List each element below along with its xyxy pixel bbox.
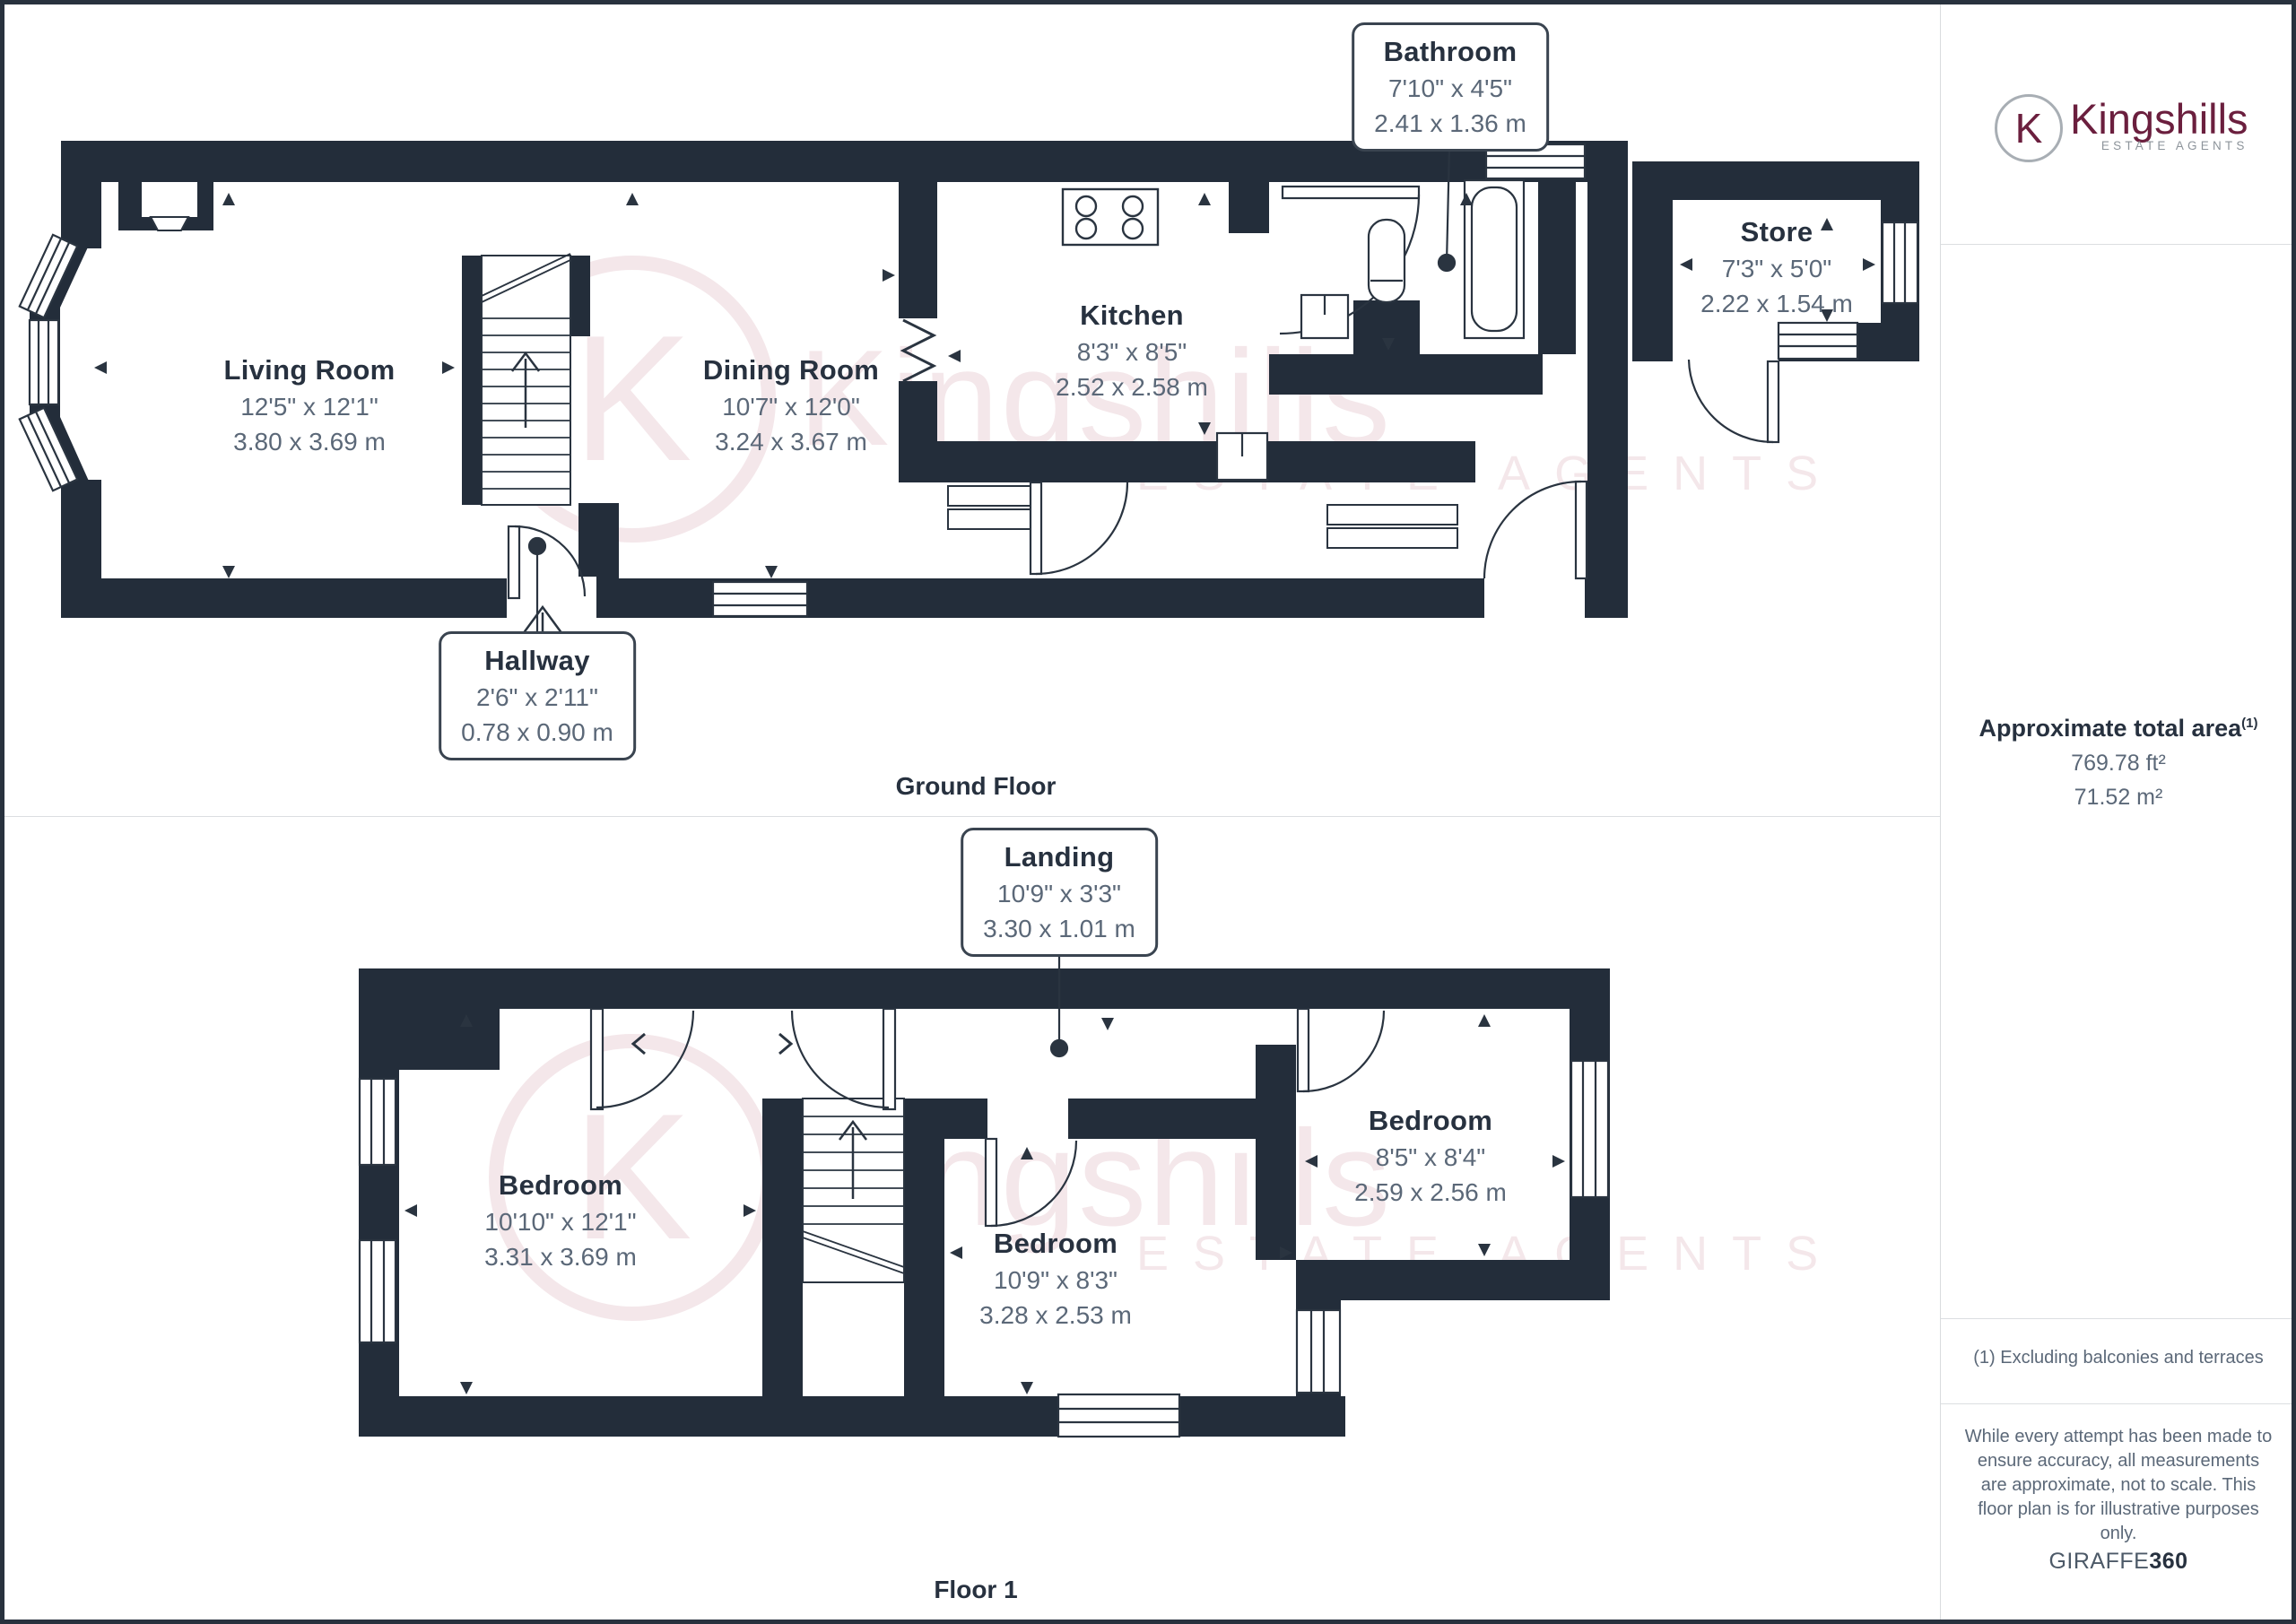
excluding-footnote: (1) Excluding balconies and terraces [1973,1348,2264,1368]
room-label-kitchen: Kitchen 8'3" x 8'5" 2.52 x 2.58 m [1056,300,1208,402]
total-area-superscript: (1) [2241,716,2258,731]
room-dim-metric: 2.52 x 2.58 m [1056,373,1208,401]
giraffe360-logo: GIRAFFE360 [1949,1549,2288,1575]
bathroom-sink-icon [1300,293,1350,340]
kitchen-sink-icon [1215,431,1269,482]
fireplace-icon [142,182,197,231]
steps-icons [947,485,1458,549]
room-dim-imperial: 8'5" x 8'4" [1375,1143,1486,1171]
room-dim-imperial: 10'10" x 12'1" [484,1208,637,1236]
room-dim-metric: 2.41 x 1.36 m [1374,109,1526,137]
room-dim-metric: 3.30 x 1.01 m [983,915,1135,942]
room-label-bedroom2: Bedroom 10'9" x 8'3" 3.28 x 2.53 m [979,1228,1132,1330]
kingshills-logo: K Kingshills ESTATE AGENTS [1995,94,2248,162]
room-name: Bedroom [1368,1105,1493,1136]
room-dim-metric: 3.28 x 2.53 m [979,1301,1132,1329]
room-dim-metric: 3.31 x 3.69 m [484,1243,637,1271]
room-label-bedroom3: Bedroom 8'5" x 8'4" 2.59 x 2.56 m [1354,1105,1507,1207]
room-dim-imperial: 10'9" x 8'3" [994,1266,1118,1294]
room-dim-metric: 2.59 x 2.56 m [1354,1178,1507,1206]
giraffe-360: 360 [2149,1549,2188,1574]
floorplan-drawing [18,141,1919,1438]
stairs-up-arrow-icon [511,351,540,428]
first-floor-doors [589,1007,1386,1228]
room-dim-metric: 3.24 x 3.67 m [715,428,867,456]
room-label-store: Store 7'3" x 5'0" 2.22 x 1.54 m [1700,216,1853,318]
room-label-bedroom1: Bedroom 10'10" x 12'1" 3.31 x 3.69 m [484,1169,637,1272]
room-dim-metric: 0.78 x 0.90 m [461,718,613,746]
bathtub-icon [1463,178,1526,340]
entrance-arrow-icon [521,604,564,635]
giraffe-text: GIRAFFE [2048,1549,2150,1574]
room-label-bathroom: Bathroom 7'10" x 4'5" 2.41 x 1.36 m [1352,22,1549,152]
room-label-living: Living Room 12'5" x 12'1" 3.80 x 3.69 m [223,354,395,456]
toilet-icon [1367,218,1406,304]
brand-tagline: ESTATE AGENTS [2100,139,2248,152]
room-dim-metric: 3.80 x 3.69 m [233,428,386,456]
label-leader-lines [527,147,1457,1058]
brand-name: Kingshills [2070,95,2248,143]
open-plan-divider-icon [900,318,937,383]
ground-floor-openings [507,321,1779,620]
room-name: Store [1740,216,1813,248]
room-name: Dining Room [702,354,880,386]
room-dim-imperial: 10'7" x 12'0" [722,393,860,421]
room-dim-metric: 2.22 x 1.54 m [1700,290,1853,317]
ground-floor-windows [18,143,1919,618]
room-name: Bedroom [498,1169,623,1201]
sidebar-divider-2 [1941,1318,2292,1319]
staircase-ground [481,253,571,506]
stairs-up-arrow-icon [839,1119,867,1199]
sidebar-divider-3 [1941,1403,2292,1404]
room-name: Hallway [484,645,590,676]
room-dim-imperial: 10'9" x 3'3" [997,880,1121,908]
room-name: Kitchen [1080,300,1184,331]
room-label-hallway: Hallway 2'6" x 2'11" 0.78 x 0.90 m [439,631,636,760]
first-floor-plan [358,968,1610,1438]
first-floor-title: Floor 1 [934,1576,1018,1603]
sidebar-divider-1 [1941,244,2292,245]
logo-text: Kingshills ESTATE AGENTS [2070,94,2248,152]
logo-k-icon: K [1995,94,2063,162]
room-name: Landing [1004,841,1115,873]
staircase-first [802,1098,905,1283]
room-name: Living Room [223,354,396,386]
total-area-m: 71.52 m² [2074,785,2163,810]
ground-floor-doors [507,185,1780,600]
ground-floor-title: Ground Floor [895,772,1057,800]
room-name: Bathroom [1383,36,1518,67]
room-dim-imperial: 2'6" x 2'11" [476,683,598,711]
accuracy-disclaimer: While every attempt has been made to ens… [1964,1427,2273,1543]
floors-divider [4,816,1940,817]
door-swing-chevrons [631,1032,794,1055]
sidebar-border [1940,4,1941,1620]
room-dim-imperial: 12'5" x 12'1" [240,393,378,421]
watermark-letter: K [572,299,692,499]
room-name: Bedroom [993,1228,1118,1259]
watermark-letter: K [572,1077,692,1277]
room-dim-imperial: 8'3" x 8'5" [1076,338,1187,366]
logo-letter: K [2014,105,2043,152]
room-dim-imperial: 7'10" x 4'5" [1388,74,1512,102]
room-label-landing: Landing 10'9" x 3'3" 3.30 x 1.01 m [961,828,1158,957]
total-area-ft: 769.78 ft² [2071,751,2166,776]
room-dim-imperial: 7'3" x 5'0" [1721,255,1832,282]
total-area-title: Approximate total area(1) [1979,715,2258,743]
total-area-block: Approximate total area(1) 769.78 ft² 71.… [1949,715,2288,811]
first-floor-windows [358,1059,1610,1438]
total-area-title-text: Approximate total area [1979,715,2242,742]
stove-icon [1061,187,1160,247]
room-label-dining: Dining Room 10'7" x 12'0" 3.24 x 3.67 m [703,354,879,456]
